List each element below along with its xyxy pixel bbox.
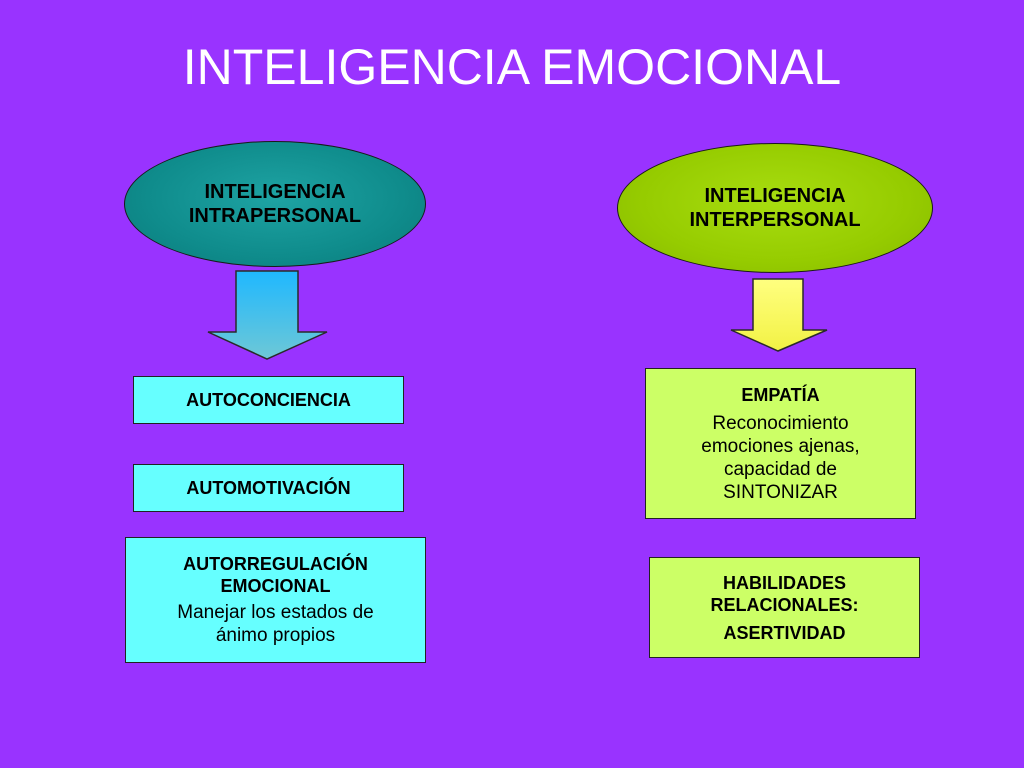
- slide-title: INTELIGENCIA EMOCIONAL: [182, 39, 842, 95]
- empatia-body-line1: Reconocimiento: [712, 412, 849, 434]
- autorregulacion-box: AUTORREGULACIÓN EMOCIONAL Manejar los es…: [125, 537, 426, 663]
- empatia-body-line4: SINTONIZAR: [723, 481, 838, 503]
- right-down-arrow-icon: [730, 278, 828, 352]
- empatia-box: EMPATÍA Reconocimiento emociones ajenas,…: [645, 368, 916, 519]
- automotivacion-box: AUTOMOTIVACIÓN: [133, 464, 404, 512]
- autorregulacion-body-line1: Manejar los estados de: [177, 602, 374, 623]
- autoconciencia-box: AUTOCONCIENCIA: [133, 376, 404, 424]
- autorregulacion-heading-line2: EMOCIONAL: [220, 576, 331, 596]
- habilidades-heading-line3: ASERTIVIDAD: [723, 622, 846, 643]
- intrapersonal-ellipse: INTELIGENCIA INTRAPERSONAL: [124, 141, 426, 267]
- empatia-body-line3: capacidad de: [723, 458, 838, 480]
- interpersonal-line2: INTERPERSONAL: [689, 209, 861, 231]
- empatia-body-line2: emociones ajenas,: [701, 435, 860, 457]
- habilidades-heading-line1: HABILIDADES: [722, 572, 846, 593]
- intrapersonal-line2: INTRAPERSONAL: [188, 205, 362, 227]
- autorregulacion-body-line2: ánimo propios: [215, 625, 336, 646]
- autoconciencia-label: AUTOCONCIENCIA: [186, 390, 351, 410]
- interpersonal-ellipse: INTELIGENCIA INTERPERSONAL: [617, 143, 933, 273]
- habilidades-heading-line2: RELACIONALES:: [710, 594, 859, 615]
- empatia-heading: EMPATÍA: [741, 384, 820, 405]
- automotivacion-label: AUTOMOTIVACIÓN: [186, 478, 351, 498]
- interpersonal-line1: INTELIGENCIA: [704, 185, 846, 207]
- habilidades-box: HABILIDADES RELACIONALES: ASERTIVIDAD: [649, 557, 920, 658]
- intrapersonal-line1: INTELIGENCIA: [204, 181, 346, 203]
- left-down-arrow-icon: [207, 270, 328, 360]
- autorregulacion-heading-line1: AUTORREGULACIÓN: [183, 554, 368, 574]
